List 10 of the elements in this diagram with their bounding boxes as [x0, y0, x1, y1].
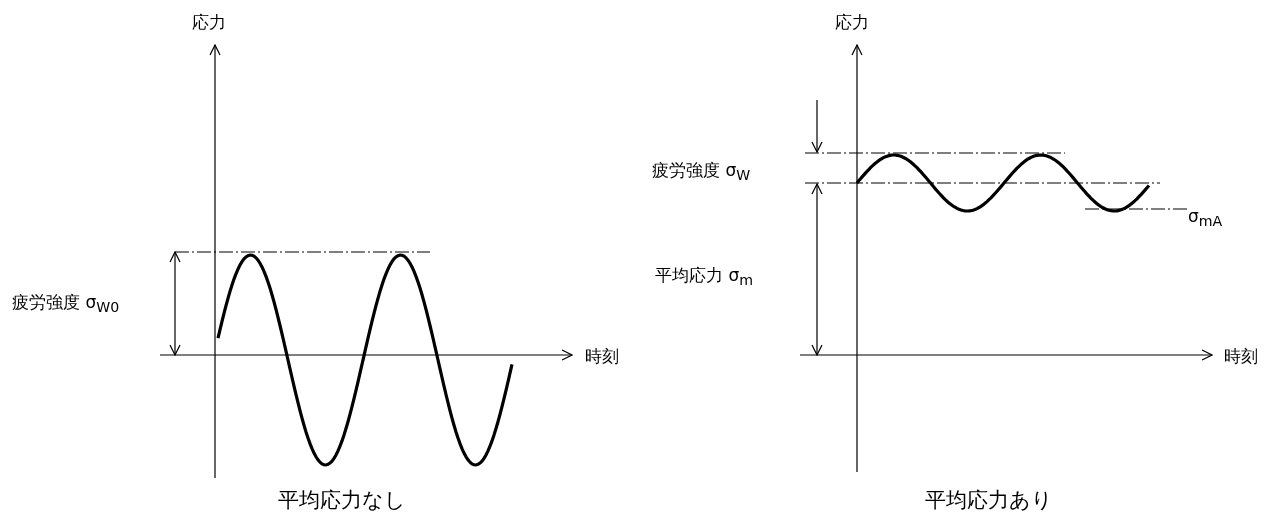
axis-label: 時刻 — [585, 346, 619, 366]
axis-label: 応力 — [835, 12, 869, 32]
caption: 平均応力なし — [278, 488, 406, 512]
stress-label: σ$_{mA}$ — [1188, 206, 1223, 232]
stress-label: 疲労強度 σ$_{W0}$ — [12, 292, 120, 318]
axis-label: 時刻 — [1224, 346, 1258, 366]
axis-label: 応力 — [192, 12, 226, 32]
stress-label: 平均応力 σ$_{m}$ — [655, 265, 753, 291]
stress-label: 疲労強度 σ$_{W}$ — [652, 160, 751, 186]
caption: 平均応力あり — [925, 488, 1053, 512]
